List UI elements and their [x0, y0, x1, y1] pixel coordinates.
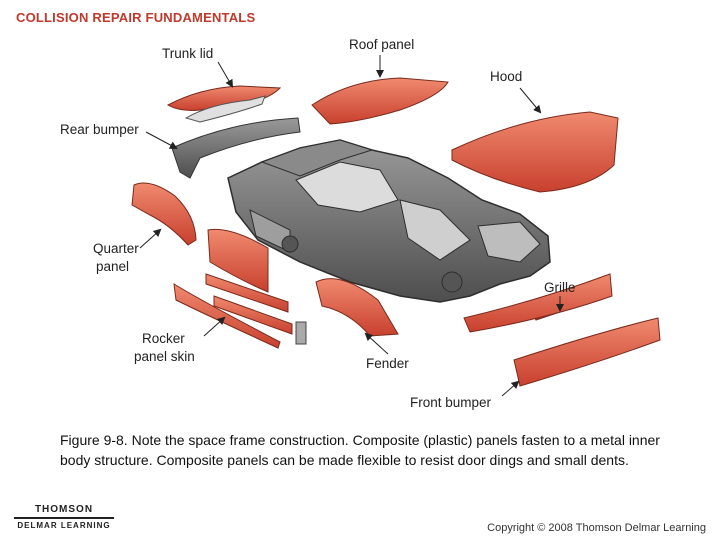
quarter-panel: [131, 182, 197, 246]
door-panel: [207, 228, 269, 293]
label-roof-panel: Roof panel: [349, 37, 415, 52]
publisher-name-top: THOMSON: [34, 504, 94, 515]
trunk-lid-panel: [166, 85, 282, 123]
publisher-name-bottom: DELMAR LEARNING: [17, 521, 111, 530]
header-title: COLLISION REPAIR FUNDAMENTALS: [16, 10, 256, 25]
logo-divider: [14, 517, 114, 519]
label-rocker-line1: Rocker: [142, 331, 185, 346]
label-rocker-line2: panel skin: [134, 349, 195, 364]
label-quarter-panel-line2: panel: [96, 259, 130, 274]
rear-bumper-panel: [171, 117, 301, 179]
label-rear-bumper: Rear bumper: [60, 122, 139, 137]
roof-panel: [311, 77, 449, 125]
label-trunk-lid: Trunk lid: [162, 46, 214, 61]
rocker-panel-skin: [173, 273, 293, 349]
label-hood: Hood: [490, 69, 523, 84]
label-front-bumper: Front bumper: [410, 395, 492, 410]
copyright-notice: Copyright © 2008 Thomson Delmar Learning: [487, 522, 706, 534]
label-quarter-panel-line1: Quarter: [93, 241, 139, 256]
hood-panel: [451, 111, 619, 193]
publisher-logo: THOMSON DELMAR LEARNING: [14, 504, 114, 530]
figure-caption: Figure 9-8. Note the space frame constru…: [60, 432, 660, 468]
fender-panel: [295, 278, 399, 345]
front-bumper-panel: [463, 273, 661, 387]
leader-lines: [139, 55, 564, 397]
space-frame-body: [227, 139, 551, 303]
exploded-body-diagram: [131, 55, 661, 397]
label-grille: Grille: [544, 280, 576, 295]
label-fender: Fender: [366, 356, 409, 371]
